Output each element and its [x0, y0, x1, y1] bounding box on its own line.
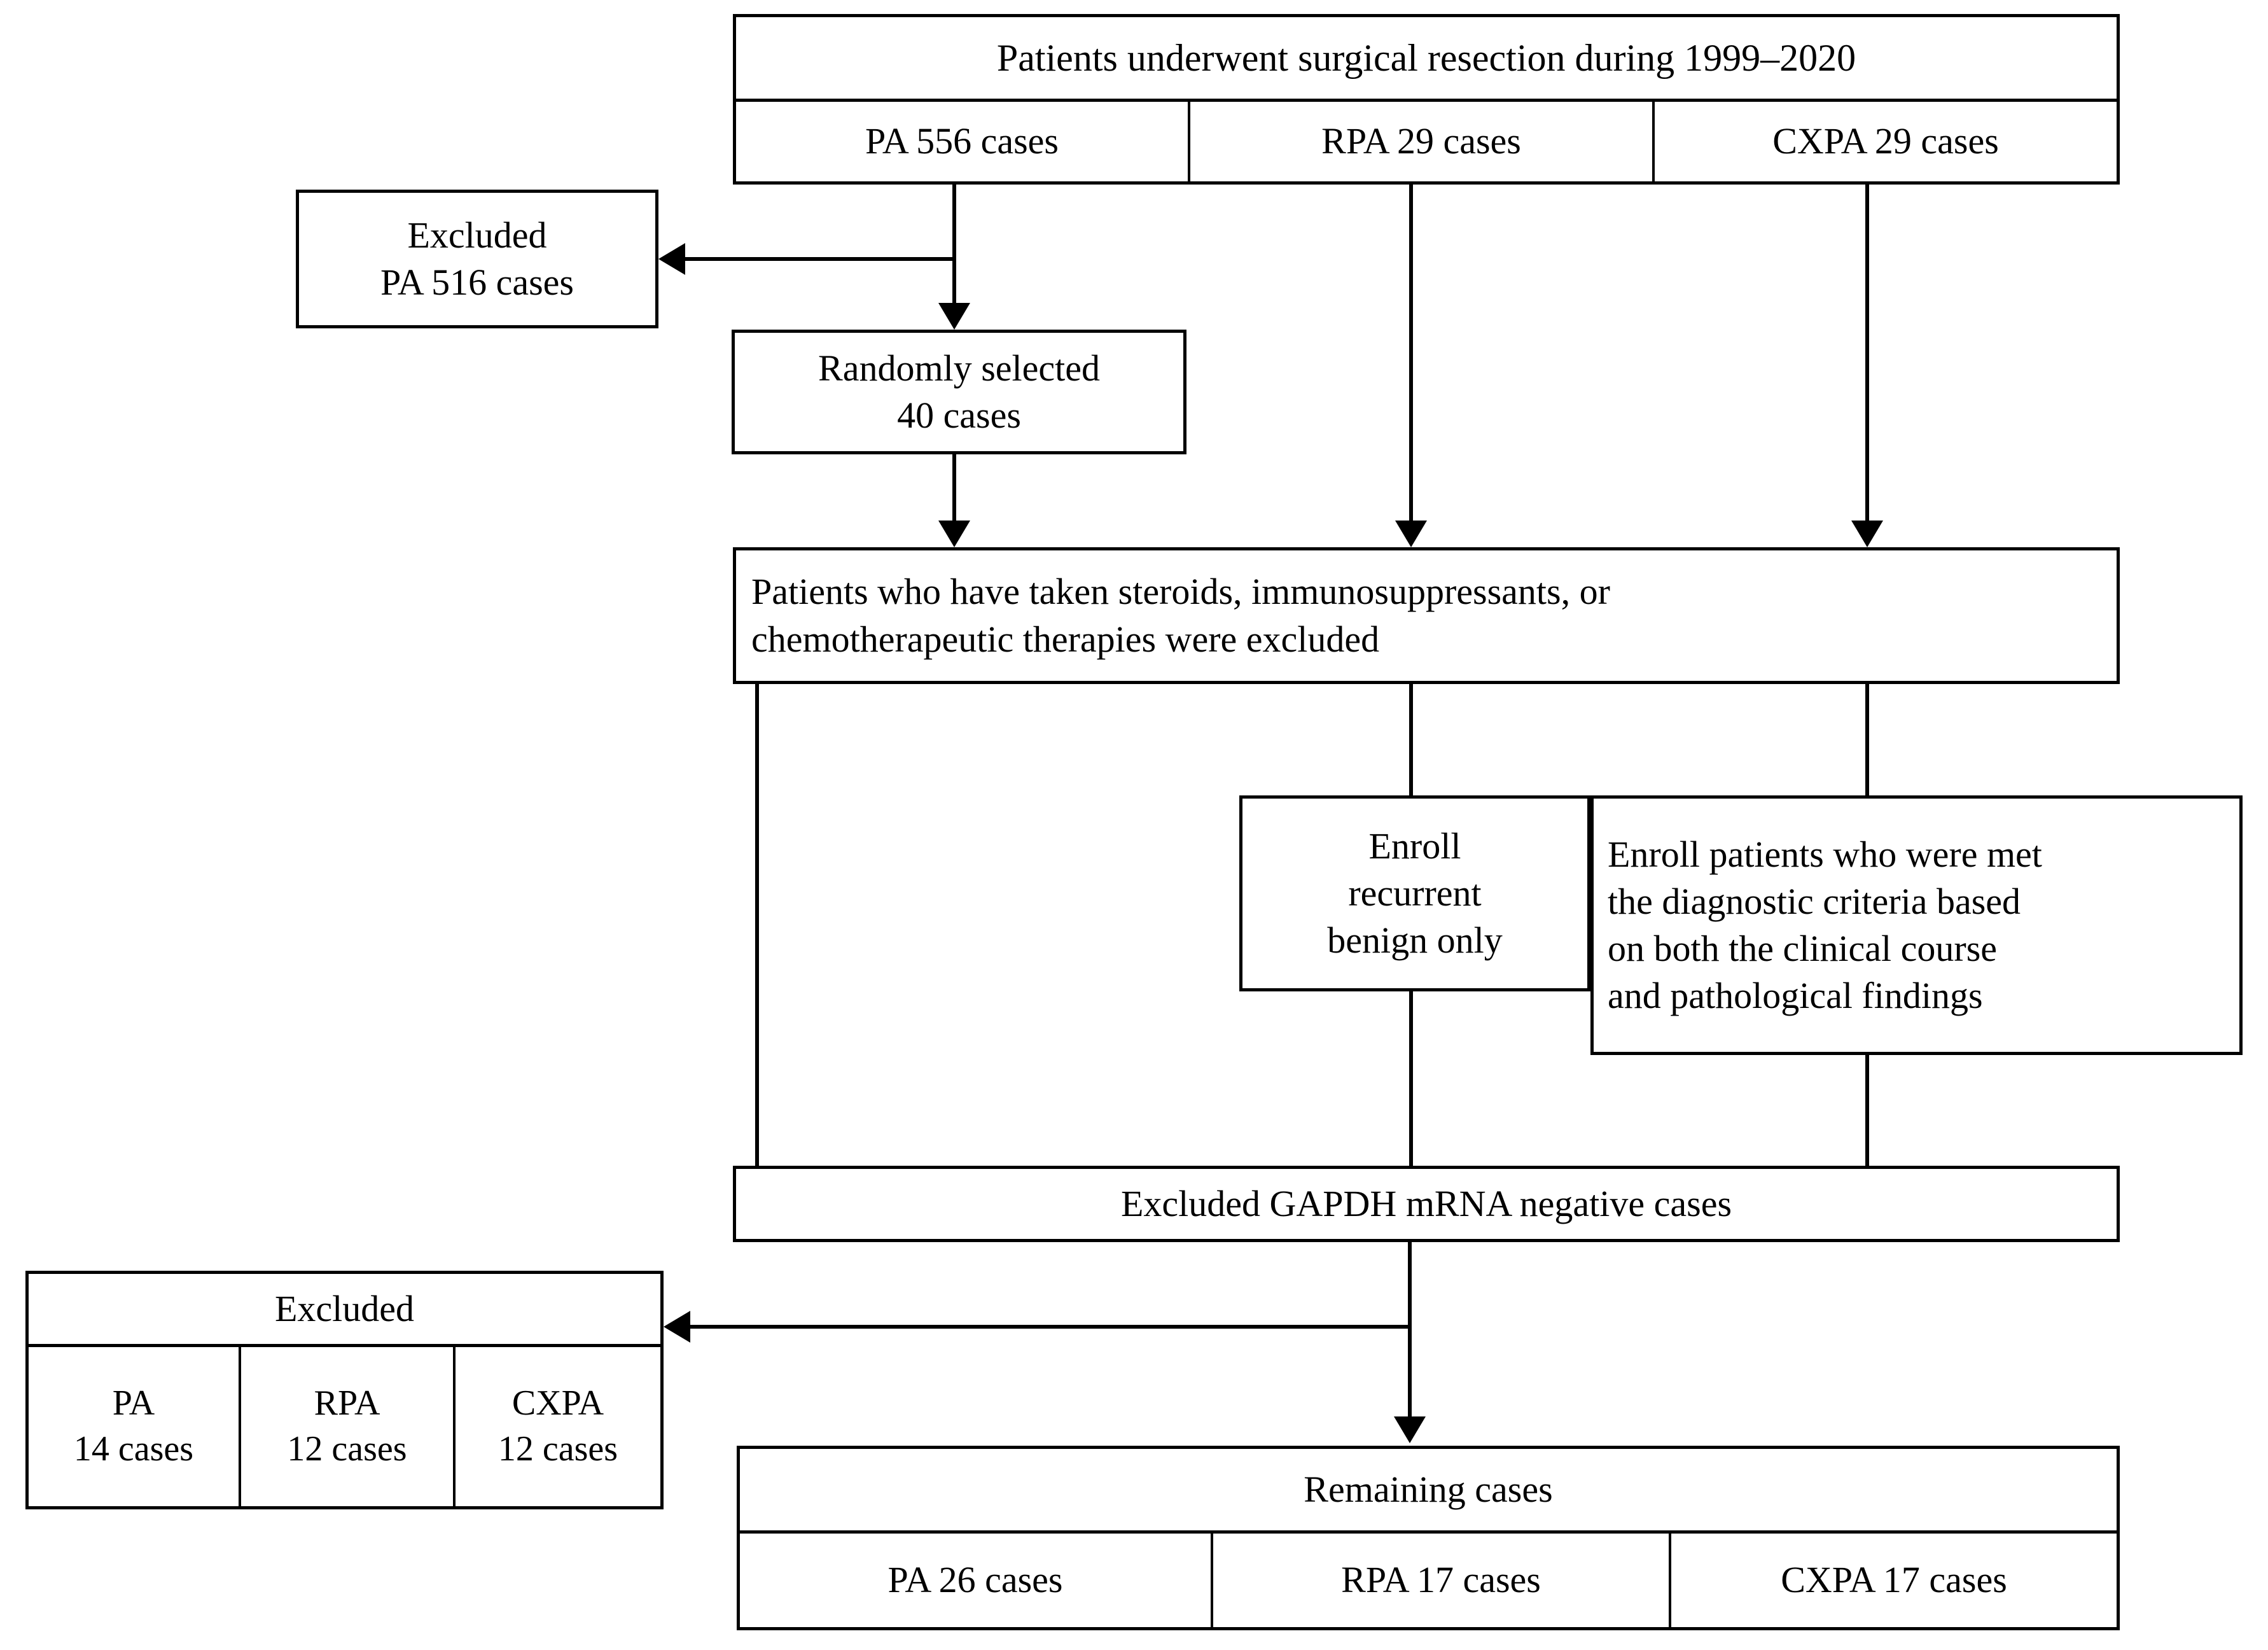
remaining-cell-rpa: RPA 17 cases	[1211, 1534, 1669, 1627]
enroll-diagnostic-criteria-text: Enroll patients who were met the diagnos…	[1608, 833, 2042, 1017]
top-cell-pa: PA 556 cases	[865, 120, 1059, 162]
connector-rpa-to-steroid	[1409, 185, 1413, 522]
connector-cxpa-to-steroid	[1865, 185, 1869, 522]
connector-steroid-left-to-gapdh	[755, 684, 759, 1166]
connector-gapdh-to-remaining	[1408, 1242, 1412, 1419]
top-cohort-cells: PA 556 cases RPA 29 cases CXPA 29 cases	[736, 99, 2117, 181]
excluded-cell-rpa: RPA 12 cases	[239, 1347, 453, 1506]
excluded-pa-516-text: Excluded PA 516 cases	[380, 214, 574, 303]
connector-steroid-to-enroll-recurrent	[1409, 684, 1413, 795]
remaining-cell-pa: PA 26 cases	[887, 1559, 1063, 1601]
remaining-cases-cells: PA 26 cases RPA 17 cases CXPA 17 cases	[740, 1530, 2117, 1627]
steroid-exclusion-text: Patients who have taken steroids, immuno…	[751, 571, 1610, 660]
arrowhead-pa-to-excluded	[658, 243, 685, 275]
arrowhead-rpa-to-steroid	[1395, 521, 1427, 547]
connector-pa-to-excluded	[685, 257, 954, 261]
excluded-cell-pa: PA 14 cases	[73, 1383, 194, 1469]
top-cell-rpa: RPA 29 cases	[1188, 102, 1652, 181]
arrowhead-cxpa-to-steroid	[1851, 521, 1883, 547]
node-excluded-summary: Excluded PA 14 cases RPA 12 cases CXPA 1…	[25, 1271, 664, 1509]
connector-gapdh-to-excluded	[690, 1325, 1410, 1329]
excluded-cell-cxpa: CXPA 12 cases	[453, 1347, 660, 1506]
node-excluded-gapdh: Excluded GAPDH mRNA negative cases	[733, 1166, 2120, 1242]
connector-random-to-steroid	[952, 454, 956, 523]
arrowhead-gapdh-to-excluded	[664, 1311, 690, 1343]
node-top-cohort: Patients underwent surgical resection du…	[733, 14, 2120, 185]
node-excluded-pa-516: Excluded PA 516 cases	[296, 190, 658, 328]
randomly-selected-text: Randomly selected 40 cases	[818, 347, 1100, 436]
connector-steroid-to-enroll-criteria	[1865, 684, 1869, 795]
connector-pa-to-random	[952, 185, 956, 305]
connector-enroll-criteria-to-gapdh	[1865, 1055, 1869, 1166]
node-steroid-exclusion: Patients who have taken steroids, immuno…	[733, 547, 2120, 684]
connector-enroll-recurrent-to-gapdh	[1409, 991, 1413, 1166]
node-remaining-cases: Remaining cases PA 26 cases RPA 17 cases…	[737, 1446, 2120, 1630]
arrowhead-random-to-steroid	[938, 521, 970, 547]
excluded-gapdh-text: Excluded GAPDH mRNA negative cases	[1120, 1182, 1732, 1224]
excluded-summary-cells: PA 14 cases RPA 12 cases CXPA 12 cases	[29, 1344, 660, 1506]
excluded-summary-header: Excluded	[274, 1287, 415, 1329]
remaining-cell-cxpa: CXPA 17 cases	[1669, 1534, 2117, 1627]
node-enroll-recurrent-benign: Enroll recurrent benign only	[1239, 795, 1590, 991]
enroll-recurrent-benign-text: Enroll recurrent benign only	[1327, 825, 1503, 961]
node-enroll-diagnostic-criteria: Enroll patients who were met the diagnos…	[1590, 795, 2243, 1055]
top-cohort-header: Patients underwent surgical resection du…	[996, 36, 1856, 79]
top-cell-cxpa: CXPA 29 cases	[1652, 102, 2117, 181]
remaining-cases-header: Remaining cases	[1304, 1468, 1553, 1510]
arrowhead-gapdh-to-remaining	[1394, 1416, 1426, 1443]
node-randomly-selected: Randomly selected 40 cases	[732, 330, 1186, 454]
arrowhead-pa-to-random	[938, 303, 970, 330]
